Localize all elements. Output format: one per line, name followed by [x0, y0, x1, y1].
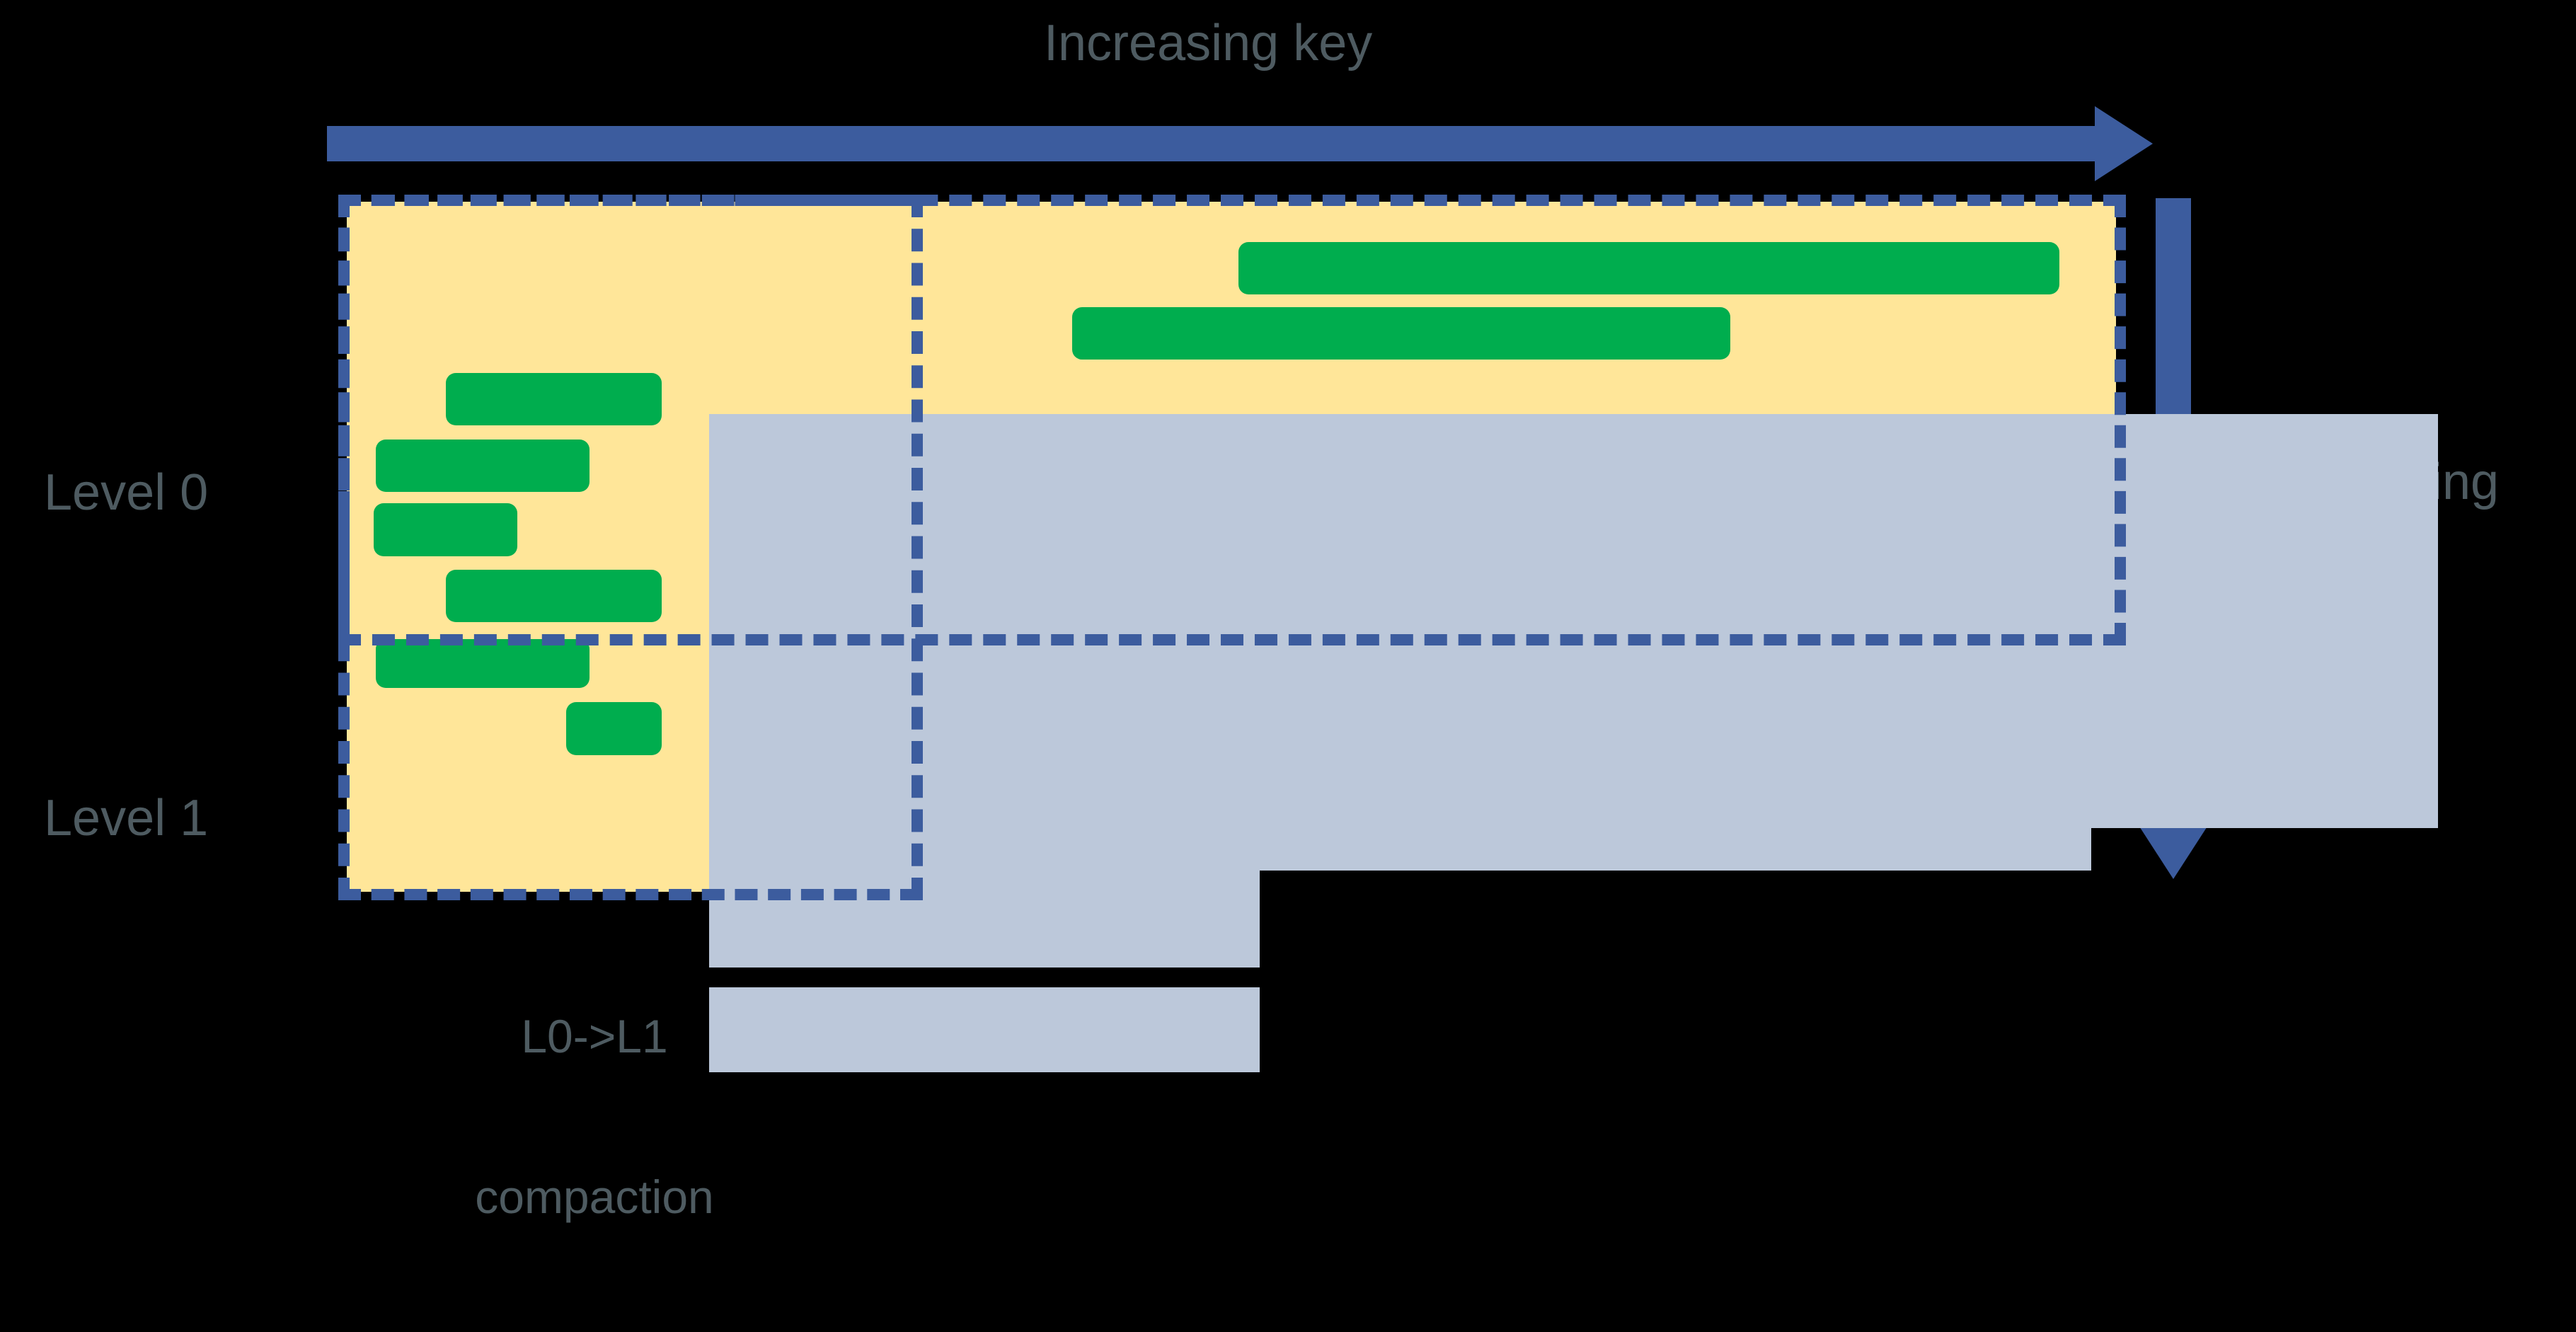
l0-to-l1-compaction-label: L0->L1 compaction — [439, 902, 750, 1332]
sstable-l1-sst-6 — [1229, 800, 1390, 856]
sstable-l0-sst-1 — [1238, 242, 2059, 294]
arrow-right-icon — [327, 126, 2110, 161]
l0-to-l1-compaction-outline — [338, 195, 923, 900]
arrow-down-head-icon — [2136, 821, 2211, 879]
sstable-l1-sst-7 — [1393, 800, 1554, 856]
sstable-l0-sst-4 — [376, 440, 590, 492]
l0-to-l1-highlight-inner-top — [709, 414, 1260, 968]
arrow-right-head-icon — [2095, 106, 2153, 181]
level-1-sstable-group — [362, 786, 2091, 871]
diagram-canvas: Increasing key Increasingage Level 0 Lev… — [44, 15, 2500, 1224]
sstable-l0-sst-6 — [446, 570, 662, 622]
sstable-l0-sst-7 — [376, 639, 590, 688]
sstable-l1-sst-5 — [1064, 800, 1225, 856]
sstable-l1-sst-10 — [1887, 800, 2048, 856]
level-1-label: Level 1 — [44, 790, 209, 846]
sstable-l0-sst-5 — [374, 503, 517, 556]
l0-to-l1-compaction-line1: L0->L1 — [521, 1009, 668, 1062]
level-0-label: Level 0 — [44, 464, 209, 521]
sstable-l0-sst-3 — [446, 373, 662, 425]
sstable-l1-sst-3 — [735, 800, 896, 856]
x-axis-label: Increasing key — [1044, 15, 1373, 71]
sstable-l0-sst-2 — [1072, 307, 1730, 360]
sstable-l1-sst-1 — [406, 800, 567, 856]
l0-to-l1-highlight-inner-bottom — [709, 987, 1260, 1072]
sstable-l1-sst-4 — [900, 800, 1061, 856]
l0-to-l1-compaction-line2: compaction — [475, 1171, 714, 1224]
sstable-l1-sst-9 — [1723, 800, 1883, 856]
sstable-l1-sst-8 — [1558, 800, 1719, 856]
sstable-l0-sst-8 — [566, 702, 662, 755]
sstable-l1-sst-2 — [571, 800, 732, 856]
